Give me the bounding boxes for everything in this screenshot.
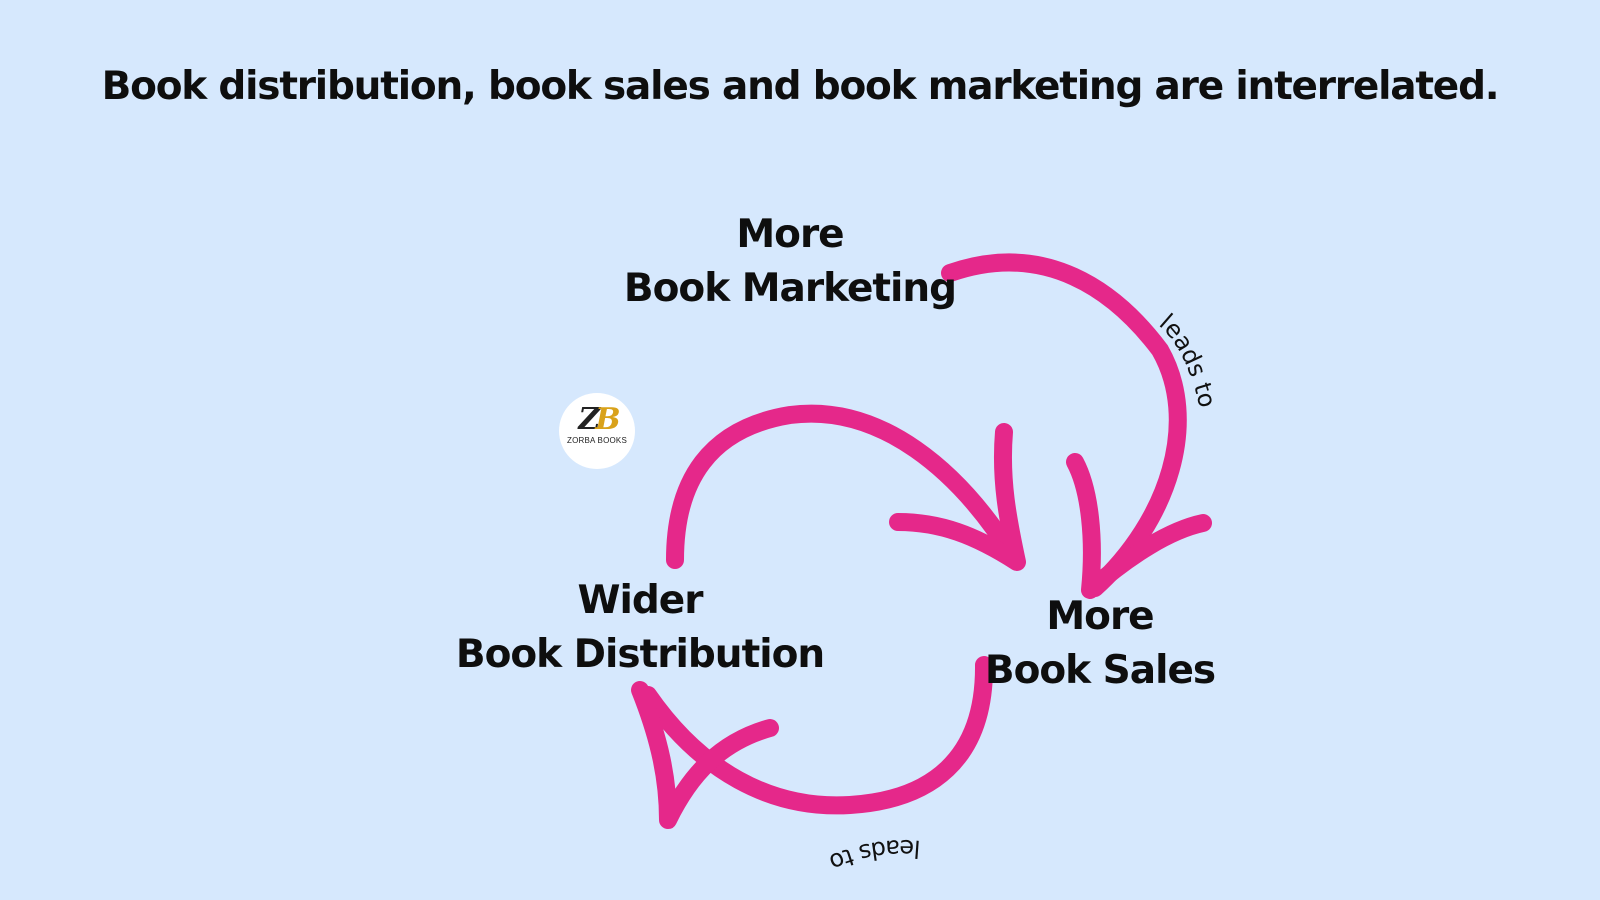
node-more-book-marketing: More Book Marketing [580, 208, 1000, 316]
node-sales-line2: Book Sales [984, 648, 1216, 693]
node-distribution-line1: Wider [577, 578, 704, 623]
node-marketing-line1: More [736, 212, 844, 257]
node-marketing-line2: Book Marketing [623, 266, 957, 311]
page-title: Book distribution, book sales and book m… [101, 64, 1500, 109]
edge-label-2-text: leads to [825, 834, 921, 877]
node-distribution-line2: Book Distribution [455, 632, 825, 677]
node-sales-line1: More [1046, 594, 1154, 639]
logo-mark: ZB [559, 404, 635, 436]
node-wider-book-distribution: Wider Book Distribution [430, 574, 850, 682]
logo-text: ZORBA BOOKS [567, 436, 627, 445]
zorba-books-logo: ZB ZORBA BOOKS [559, 393, 635, 469]
logo-mark-b: B [595, 402, 620, 437]
arrow-marketing-to-sales [941, 253, 1212, 599]
arrow-distribution-to-sales [666, 404, 1026, 571]
edge-label-sales-distribution: leads to [825, 834, 921, 877]
arrow-sales-to-distribution [631, 656, 994, 829]
logo-mark-z: Z [578, 402, 600, 437]
node-more-book-sales: More Book Sales [900, 590, 1300, 698]
